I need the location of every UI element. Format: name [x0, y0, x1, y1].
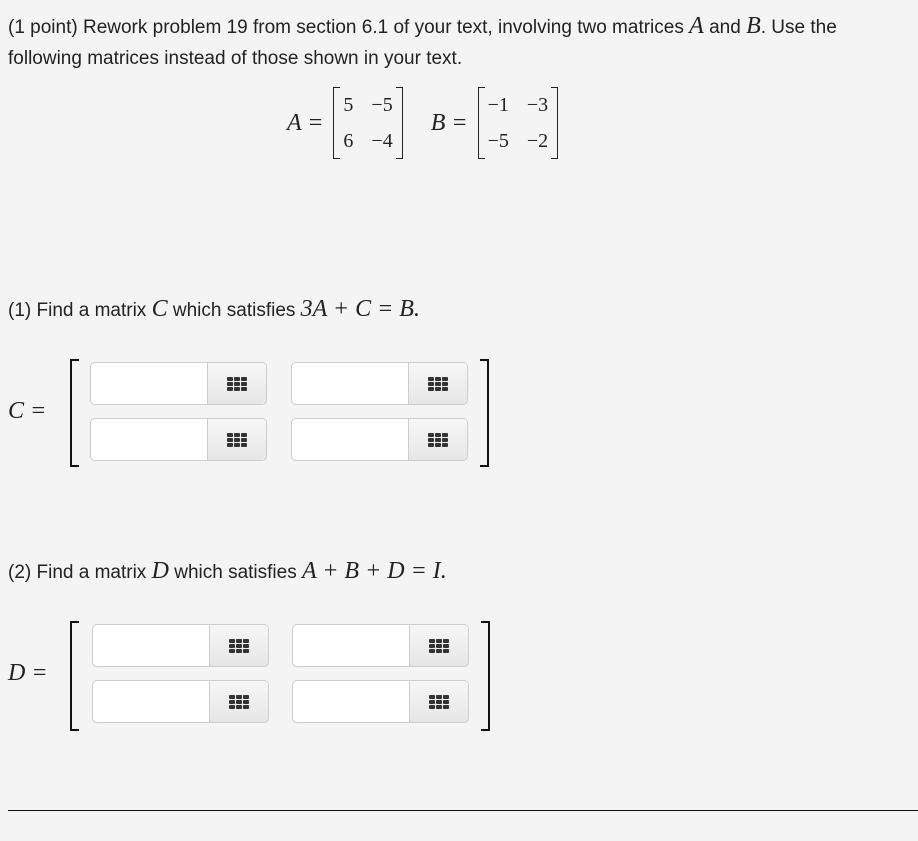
d11-keypad-button[interactable]: [209, 625, 268, 666]
d22-keypad-button[interactable]: [409, 681, 468, 722]
c11-input[interactable]: [91, 363, 207, 404]
grid-keypad-icon: [229, 694, 249, 709]
grid-keypad-icon: [429, 638, 449, 653]
given-matrices: A = 5 −5 6 −4 B = −1 −3 −5 −2: [283, 87, 564, 159]
d21-field: [92, 680, 269, 723]
divider: [8, 810, 918, 811]
grid-keypad-icon: [428, 376, 448, 391]
points-label: (1 point): [8, 17, 78, 38]
d21-input[interactable]: [93, 681, 209, 722]
grid-keypad-icon: [227, 432, 247, 447]
part1-question: (1) Find a matrix C which satisfies 3A +…: [8, 296, 420, 322]
grid-keypad-icon: [429, 694, 449, 709]
d22-input[interactable]: [293, 681, 409, 722]
problem-statement: (1 point) Rework problem 19 from section…: [8, 13, 837, 69]
c21-input[interactable]: [91, 419, 207, 460]
d11-field: [92, 624, 269, 667]
matrix-a-label: A =: [287, 109, 324, 136]
d21-keypad-button[interactable]: [209, 681, 268, 722]
c21-field: [90, 418, 267, 461]
left-bracket: [70, 359, 79, 467]
c22-input[interactable]: [292, 419, 408, 460]
matrix-d-label: D =: [8, 660, 48, 686]
part2-question: (2) Find a matrix D which satisfies A + …: [8, 558, 447, 584]
matrix-b-label: B =: [430, 109, 468, 136]
grid-keypad-icon: [229, 638, 249, 653]
right-bracket: [481, 621, 490, 731]
matrix-b: −1 −3 −5 −2: [477, 87, 559, 159]
d12-keypad-button[interactable]: [409, 625, 468, 666]
d11-input[interactable]: [93, 625, 209, 666]
matrix-a: 5 −5 6 −4: [333, 87, 403, 159]
d22-field: [292, 680, 469, 723]
c22-field: [291, 418, 468, 461]
d12-input[interactable]: [293, 625, 409, 666]
c12-input[interactable]: [292, 363, 408, 404]
c11-keypad-button[interactable]: [207, 363, 266, 404]
c12-keypad-button[interactable]: [408, 363, 467, 404]
grid-keypad-icon: [428, 432, 448, 447]
c21-keypad-button[interactable]: [207, 419, 266, 460]
right-bracket: [480, 359, 489, 467]
c12-field: [291, 362, 468, 405]
left-bracket: [70, 621, 79, 731]
c22-keypad-button[interactable]: [408, 419, 467, 460]
c11-field: [90, 362, 267, 405]
matrix-c-label: C =: [8, 398, 47, 424]
grid-keypad-icon: [227, 376, 247, 391]
d12-field: [292, 624, 469, 667]
